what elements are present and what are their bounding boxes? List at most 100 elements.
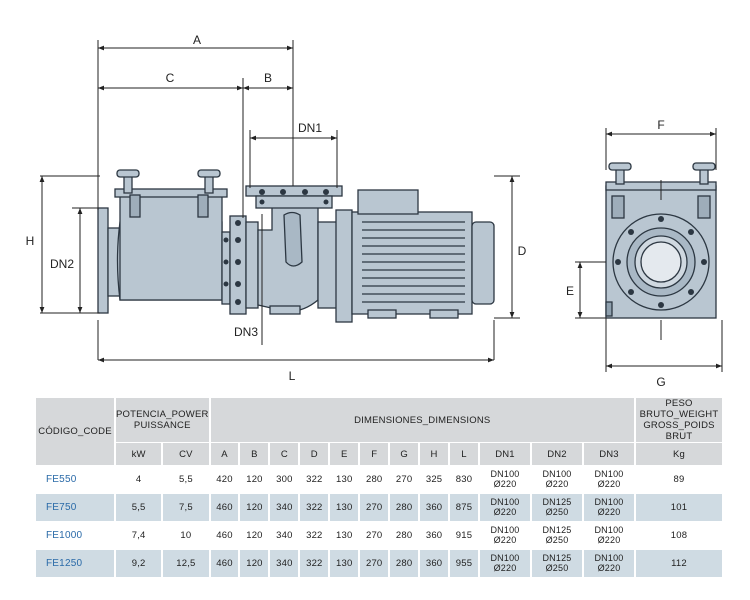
subheader-D: D [300,443,329,465]
row-DN1-diameter: Ø220 [493,562,517,573]
dim-label-H: H [26,234,35,248]
row-D: 322 [300,522,329,549]
row-C: 340 [270,550,299,577]
dim-label-DN1: DN1 [298,121,322,135]
subheader-A: A [210,443,239,465]
row-DN2-diameter: Ø220 [545,478,569,489]
row-DN1-nominal: DN100 [490,553,520,563]
row-kg: 101 [636,494,722,521]
row-L: 955 [450,550,478,577]
row-C: 340 [270,522,299,549]
header-dimensions: DIMENSIONES_DIMENSIONS [210,398,634,442]
dim-label-F: F [657,118,664,132]
row-DN3-diameter: Ø220 [597,562,621,573]
row-DN2-diameter: Ø250 [545,534,569,545]
dim-label-D: D [518,244,527,258]
header-power-line2: PUISSANCE [133,420,191,431]
pump-technical-drawing: A C B DN1 H DN2 DN3 D L F G E [26,33,723,389]
row-F: 270 [360,522,389,549]
subheader-B: B [240,443,269,465]
row-DN3-nominal: DN100 [594,469,624,479]
row-G: 280 [390,550,419,577]
subheader-L: L [450,443,478,465]
row-G: 280 [390,522,419,549]
row-DN3-diameter: Ø220 [597,478,621,489]
row-E: 130 [330,522,359,549]
dimension-lines [39,40,723,372]
dim-label-DN2: DN2 [50,257,74,271]
side-view [97,169,495,323]
row-kw: 7,4 [116,522,162,549]
row-DN2-diameter: Ø250 [545,562,569,573]
row-DN1-nominal: DN100 [490,497,520,507]
row-code: FE550 [36,466,114,493]
row-H: 360 [420,522,449,549]
row-G: 270 [390,466,419,493]
row-kg: 89 [636,466,722,493]
row-cv: 10 [163,522,209,549]
subheader-F: F [360,443,389,465]
subheader-H: H [420,443,449,465]
dim-label-B: B [264,71,272,85]
row-DN2-diameter: Ø250 [545,506,569,517]
row-DN3-diameter: Ø220 [597,534,621,545]
subheader-kw: kW [116,443,162,465]
row-DN1-diameter: Ø220 [493,478,517,489]
table-row: FE1000 7,4 10 460 120 340 322 130 270 28… [36,522,722,549]
row-F: 270 [360,494,389,521]
row-C: 340 [270,494,299,521]
header-power: POTENCIA_POWER PUISSANCE [116,398,209,442]
row-code: FE750 [36,494,114,521]
row-DN2-nominal: DN125 [542,497,572,507]
dim-label-E: E [566,284,574,298]
row-A: 460 [210,550,239,577]
row-D: 322 [300,466,329,493]
row-DN2-nominal: DN125 [542,553,572,563]
row-DN1-nominal: DN100 [490,525,520,535]
header-weight-line1: PESO BRUTO_WEIGHT [639,398,719,420]
row-F: 280 [360,466,389,493]
dim-label-A: A [193,33,201,47]
row-B: 120 [240,550,269,577]
row-C: 300 [270,466,299,493]
row-kw: 5,5 [116,494,162,521]
row-A: 460 [210,522,239,549]
row-DN1-diameter: Ø220 [493,506,517,517]
subheader-G: G [390,443,419,465]
row-L: 875 [450,494,478,521]
row-kg: 108 [636,522,722,549]
subheader-kg: Kg [636,443,722,465]
row-B: 120 [240,466,269,493]
dim-label-C: C [166,71,175,85]
row-kg: 112 [636,550,722,577]
dim-label-L: L [289,369,296,383]
subheader-C: C [270,443,299,465]
row-A: 460 [210,494,239,521]
row-H: 325 [420,466,449,493]
row-L: 915 [450,522,478,549]
row-L: 830 [450,466,478,493]
row-DN3-nominal: DN100 [594,525,624,535]
row-cv: 5,5 [163,466,209,493]
row-DN1-diameter: Ø220 [493,534,517,545]
table-row: FE1250 9,2 12,5 460 120 340 322 130 270 … [36,550,722,577]
dim-label-DN3: DN3 [234,325,258,339]
dimension-text: A C B DN1 H DN2 DN3 D L F G E [26,33,666,389]
table-row: FE550 4 5,5 420 120 300 322 130 280 270 … [36,466,722,493]
row-E: 130 [330,494,359,521]
row-H: 360 [420,494,449,521]
row-F: 270 [360,550,389,577]
header-power-line1: POTENCIA_POWER [116,409,209,420]
row-A: 420 [210,466,239,493]
dim-label-G: G [656,375,665,389]
row-B: 120 [240,522,269,549]
row-DN2-nominal: DN125 [542,525,572,535]
